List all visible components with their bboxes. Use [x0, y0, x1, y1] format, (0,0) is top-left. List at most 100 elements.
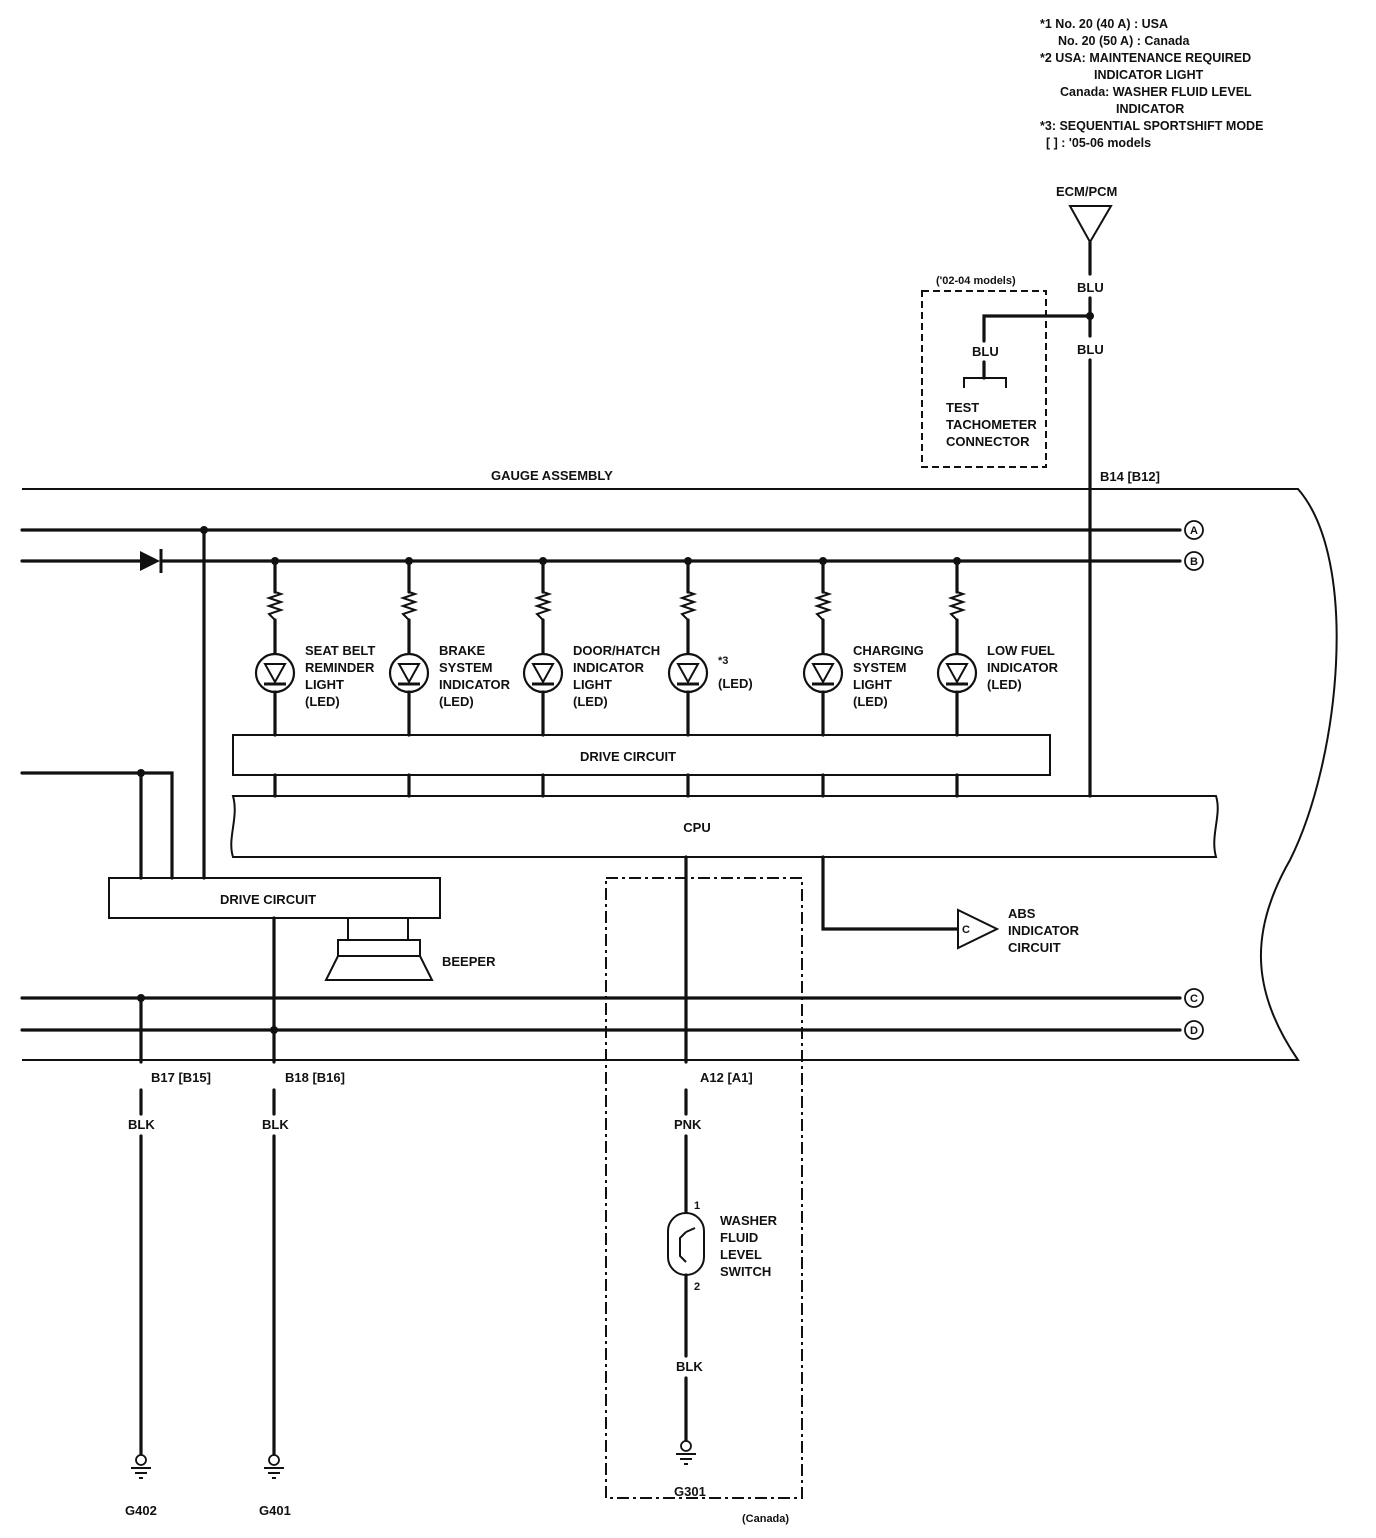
svg-text:B: B	[1190, 556, 1198, 568]
led-label: (LED)	[718, 676, 753, 691]
led-label: REMINDER	[305, 660, 375, 675]
led-label: LIGHT	[853, 677, 892, 692]
note-line: INDICATOR	[1116, 102, 1184, 116]
models-label: ('02-04 models)	[936, 275, 1016, 287]
led-label: SYSTEM	[853, 660, 906, 675]
drive-circuit-label: DRIVE CIRCUIT	[580, 749, 676, 764]
connector-b: B	[1184, 551, 1204, 571]
ecm-pcm-label: ECM/PCM	[1056, 184, 1117, 199]
led-label: *3	[718, 655, 728, 667]
cpu-block	[230, 795, 1219, 858]
led-diode-icon	[263, 663, 287, 685]
led-label: INDICATOR	[439, 677, 511, 692]
led-label: (LED)	[305, 694, 340, 709]
led-icon	[522, 652, 564, 694]
led-label: (LED)	[853, 694, 888, 709]
pin-label: A12 [A1]	[700, 1070, 753, 1085]
canada-label: (Canada)	[742, 1513, 789, 1525]
led-label: BRAKE	[439, 643, 486, 658]
svg-text:A: A	[1190, 525, 1198, 537]
ground-label: G301	[674, 1484, 706, 1499]
ground-label: G401	[259, 1503, 291, 1518]
led-label: LIGHT	[305, 677, 344, 692]
wire-color-label: BLU	[1077, 280, 1104, 295]
led-diode-icon	[811, 663, 835, 685]
note-line: [ ] : '05-06 models	[1046, 136, 1151, 150]
pin-label: B14 [B12]	[1100, 469, 1160, 484]
test-tachometer-box	[921, 290, 1047, 468]
abs-connector-triangle	[957, 908, 1000, 950]
led-label: LOW FUEL	[987, 643, 1055, 658]
connector-c: C	[1184, 988, 1204, 1008]
switch-label: LEVEL	[720, 1247, 762, 1262]
drive-circuit-label: DRIVE CIRCUIT	[220, 892, 316, 907]
ground-icon	[264, 1454, 284, 1479]
beeper-label: BEEPER	[442, 954, 496, 969]
switch-contact-icon	[685, 1227, 696, 1233]
switch-label: WASHER	[720, 1213, 778, 1228]
canada-only-box	[605, 877, 803, 1499]
led-label: LIGHT	[573, 677, 612, 692]
switch-contact-icon	[679, 1231, 687, 1263]
resistor-icon	[399, 591, 419, 621]
led-icon	[254, 652, 296, 694]
svg-text:D: D	[1190, 1025, 1198, 1037]
gauge-assembly-label: GAUGE ASSEMBLY	[491, 468, 613, 483]
note-line: *3: SEQUENTIAL SPORTSHIFT MODE	[1040, 119, 1263, 133]
led-label: (LED)	[573, 694, 608, 709]
resistor-icon	[533, 591, 553, 621]
led-label: INDICATOR	[573, 660, 645, 675]
connector-label: C	[962, 924, 970, 936]
beeper-horn-icon	[324, 955, 434, 981]
wire-color-label: BLU	[1077, 342, 1104, 357]
switch-label: SWITCH	[720, 1264, 771, 1279]
note-line: No. 20 (50 A) : Canada	[1058, 34, 1191, 48]
resistor-icon	[265, 591, 285, 621]
pin-label: B17 [B15]	[151, 1070, 211, 1085]
blu-branch-wire	[982, 314, 1092, 343]
test-connector-label: TEST	[946, 400, 979, 415]
led-label: SYSTEM	[439, 660, 492, 675]
splice-dot	[137, 769, 145, 777]
note-line: *2 USA: MAINTENANCE REQUIRED	[1040, 51, 1251, 65]
led-label: CHARGING	[853, 643, 924, 658]
led-diode-icon	[531, 663, 555, 685]
led-diode-icon	[676, 663, 700, 685]
led-label: (LED)	[987, 677, 1022, 692]
switch-icon	[667, 1212, 705, 1276]
ecm-pcm-connector-triangle	[1068, 205, 1113, 245]
switch-pin-label: 1	[694, 1200, 700, 1212]
connector-symbol	[963, 377, 1007, 388]
note-line: INDICATOR LIGHT	[1094, 68, 1204, 82]
led-diode-icon	[945, 663, 969, 685]
cpu-label: CPU	[683, 820, 710, 835]
abs-wire	[821, 855, 960, 931]
led-label: DOOR/HATCH	[573, 643, 660, 658]
led-diode-icon	[397, 663, 421, 685]
beeper-icon	[337, 939, 421, 957]
gauge-assembly-outline	[22, 488, 1338, 1061]
led-icon	[936, 652, 978, 694]
connector-d: D	[1184, 1020, 1204, 1040]
abs-label: CIRCUIT	[1008, 940, 1061, 955]
note-line: *1 No. 20 (40 A) : USA	[1040, 17, 1168, 31]
drive-circuit-top	[232, 734, 1051, 776]
connector-a: A	[1184, 520, 1204, 540]
wire-color-label: BLK	[128, 1117, 155, 1132]
wire-color-label: BLU	[972, 344, 999, 359]
abs-label: ABS	[1008, 906, 1036, 921]
footnotes: *1 No. 20 (40 A) : USA No. 20 (50 A) : C…	[1040, 17, 1263, 150]
wire-color-label: BLK	[676, 1359, 703, 1374]
test-connector-label: CONNECTOR	[946, 434, 1030, 449]
led-icon	[667, 652, 709, 694]
test-connector-label: TACHOMETER	[946, 417, 1037, 432]
note-line: Canada: WASHER FLUID LEVEL	[1060, 85, 1252, 99]
wire-color-label: PNK	[674, 1117, 702, 1132]
pin-label: B18 [B16]	[285, 1070, 345, 1085]
diode-icon	[140, 551, 160, 571]
led-icon	[388, 652, 430, 694]
led-icon	[802, 652, 844, 694]
led-branches: SEAT BELT REMINDER LIGHT (LED) BRAKE SYSTEM IN…	[254, 557, 1059, 798]
led-label: SEAT BELT	[305, 643, 375, 658]
